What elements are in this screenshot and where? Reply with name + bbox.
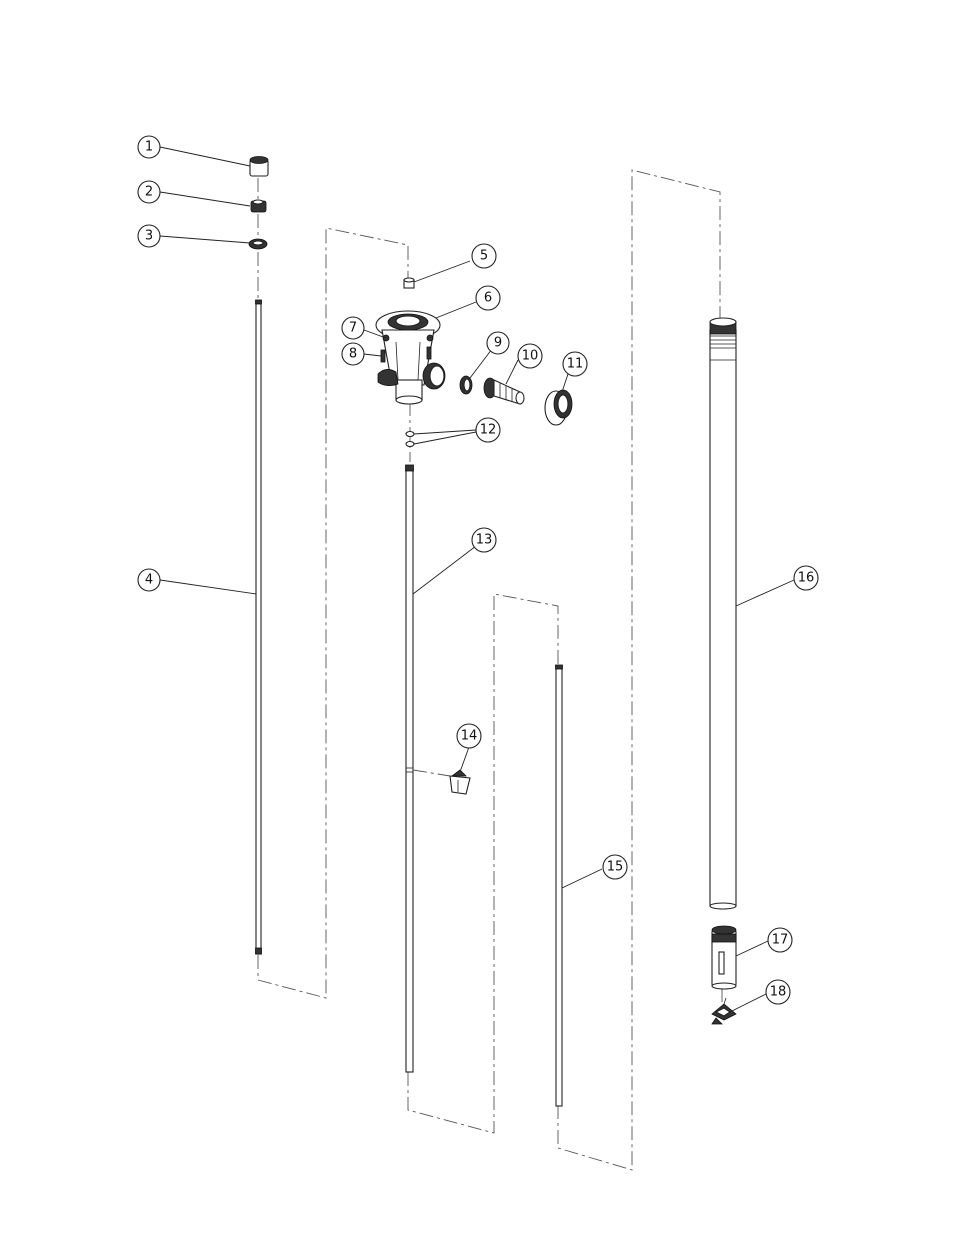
- leader-4: [160, 580, 256, 594]
- balloon-16-label: 16: [798, 571, 815, 586]
- balloon-11-label: 11: [567, 357, 584, 372]
- part-17-foot: [712, 926, 736, 989]
- leader-10: [506, 360, 518, 384]
- balloon-11: 11: [563, 352, 587, 376]
- balloon-9-label: 9: [494, 336, 502, 351]
- balloon-8-label: 8: [349, 347, 357, 362]
- leader-1: [160, 147, 250, 166]
- balloon-12-label: 12: [480, 423, 497, 438]
- balloon-9: 9: [487, 332, 509, 354]
- balloon-17: 17: [768, 928, 792, 952]
- leader-16: [736, 580, 794, 606]
- balloon-1-label: 1: [145, 140, 153, 155]
- balloon-7: 7: [342, 317, 364, 339]
- balloon-7-label: 7: [349, 321, 357, 336]
- balloon-8: 8: [342, 343, 364, 365]
- part-2-nut: [251, 200, 266, 212]
- leader-2: [160, 192, 250, 206]
- balloon-18-label: 18: [770, 985, 787, 1000]
- part-10-hose-barb: [484, 378, 524, 404]
- leader-17: [736, 941, 768, 956]
- leader-9: [470, 349, 492, 378]
- balloon-14: 14: [457, 724, 481, 748]
- part-14-rotor: [450, 770, 470, 794]
- balloon-14-label: 14: [461, 729, 478, 744]
- part-13-shaft: [406, 465, 451, 1072]
- leader-8: [364, 354, 381, 356]
- leader-5: [414, 261, 470, 282]
- balloon-2: 2: [138, 181, 160, 203]
- leader-3: [160, 236, 250, 243]
- part-6-pump-head: [376, 311, 445, 404]
- balloon-12: 12: [476, 418, 500, 442]
- balloon-10-label: 10: [522, 349, 539, 364]
- part-9-oring: [460, 376, 472, 394]
- leader-lines: [160, 147, 794, 1012]
- chain-right: [558, 170, 720, 1170]
- part-16-outer-tube: [710, 318, 736, 909]
- balloon-1: 1: [138, 136, 160, 158]
- balloon-6: 6: [476, 286, 500, 310]
- part-1-cap: [250, 157, 268, 177]
- leader-6: [436, 302, 476, 318]
- leader-13: [413, 546, 476, 594]
- balloon-5-label: 5: [480, 249, 488, 264]
- balloon-4-label: 4: [145, 573, 153, 588]
- balloon-4: 4: [138, 569, 160, 591]
- balloon-13: 13: [472, 528, 496, 552]
- balloon-18: 18: [766, 980, 790, 1004]
- balloon-15-label: 15: [607, 860, 624, 875]
- balloon-17-label: 17: [772, 933, 789, 948]
- leader-18: [730, 993, 768, 1012]
- leader-15: [562, 869, 602, 888]
- leader-14: [460, 747, 469, 772]
- balloon-16: 16: [794, 566, 818, 590]
- chain-mid: [408, 594, 558, 1133]
- balloon-15: 15: [603, 855, 627, 879]
- balloon-3-label: 3: [145, 229, 153, 244]
- part-11-union-nut: [545, 390, 572, 425]
- balloon-10: 10: [518, 344, 542, 368]
- part-15-inner-tube: [556, 665, 563, 1106]
- part-3-washer: [249, 239, 267, 249]
- part-5-bushing: [404, 278, 414, 288]
- balloon-6-label: 6: [484, 291, 492, 306]
- balloon-2-label: 2: [145, 185, 153, 200]
- balloon-5: 5: [472, 244, 496, 268]
- balloon-13-label: 13: [476, 533, 493, 548]
- assembly-chain-lines: [258, 170, 722, 1170]
- balloon-3: 3: [138, 225, 160, 247]
- part-4-rod: [256, 300, 262, 954]
